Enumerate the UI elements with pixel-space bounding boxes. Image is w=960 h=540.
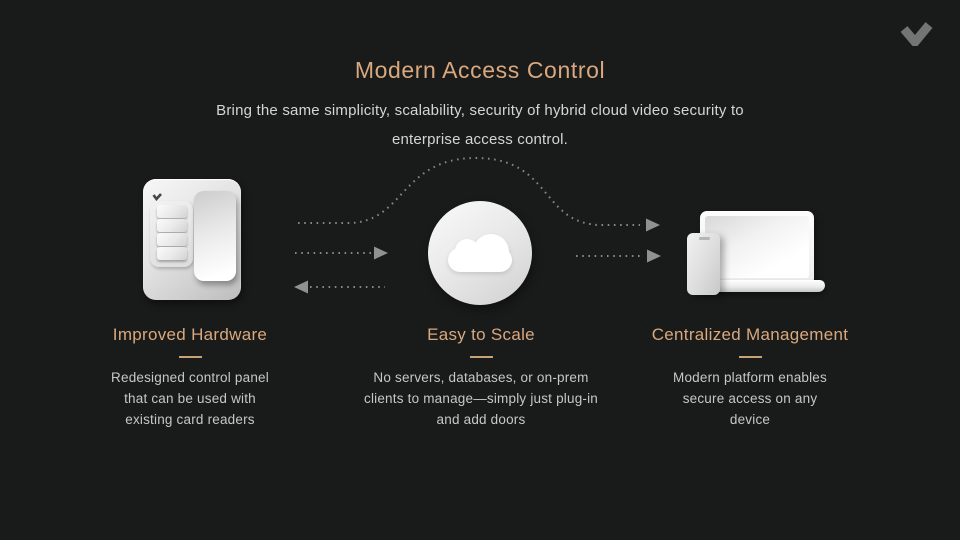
cloud-icon xyxy=(428,201,532,305)
panel-keys xyxy=(152,204,191,261)
panel-key xyxy=(156,247,187,260)
panel-key xyxy=(156,205,187,218)
panel-reader-slot xyxy=(194,191,236,281)
body-line: device xyxy=(729,412,771,427)
column-body: No servers, databases, or on-prem client… xyxy=(351,367,611,430)
panel-key xyxy=(156,219,187,232)
column-body: Redesigned control panel that can be use… xyxy=(60,367,320,430)
phone-icon xyxy=(687,233,720,295)
laptop-base xyxy=(701,280,825,292)
page-subtitle: Bring the same simplicity, scalability, … xyxy=(0,96,960,154)
column-divider xyxy=(178,356,202,358)
curved-dotted-arrow-icon xyxy=(298,156,660,232)
column-divider xyxy=(469,356,493,358)
verkada-logo-icon xyxy=(900,22,933,46)
panel-key xyxy=(156,233,187,246)
arrow-right-cloud-to-devices-icon xyxy=(576,249,661,263)
phone-speaker xyxy=(699,237,710,240)
flow-arrows xyxy=(294,156,661,294)
body-line: existing card readers xyxy=(125,412,255,427)
cloud-shape xyxy=(448,234,512,272)
column-body: Modern platform enables secure access on… xyxy=(620,367,880,430)
feature-column-centralized-management: Centralized Management Modern platform e… xyxy=(620,324,880,430)
column-heading: Easy to Scale xyxy=(427,325,535,344)
page-title: Modern Access Control xyxy=(354,57,606,83)
body-line: Modern platform enables xyxy=(673,370,827,385)
feature-column-improved-hardware: Improved Hardware Redesigned control pan… xyxy=(60,324,320,430)
panel-vmark-icon xyxy=(152,193,162,201)
column-heading: Centralized Management xyxy=(651,325,849,344)
body-line: No servers, databases, or on-prem xyxy=(373,370,589,385)
body-line: and add doors xyxy=(436,412,526,427)
subtitle-line-2: enterprise access control. xyxy=(391,131,569,148)
column-heading: Improved Hardware xyxy=(112,325,268,344)
laptop-display xyxy=(705,216,809,278)
feature-column-easy-to-scale: Easy to Scale No servers, databases, or … xyxy=(351,324,611,430)
body-line: Redesigned control panel xyxy=(111,370,269,385)
column-divider xyxy=(738,356,762,358)
body-line: that can be used with xyxy=(124,391,256,406)
subtitle-line-1: Bring the same simplicity, scalability, … xyxy=(216,102,744,119)
body-line: clients to manage—simply just plug-in xyxy=(364,391,598,406)
arrow-right-panel-to-cloud-icon xyxy=(295,246,388,260)
arrow-left-cloud-to-panel-icon xyxy=(294,280,385,294)
access-control-panel-icon xyxy=(143,179,241,300)
body-line: secure access on any xyxy=(682,391,818,406)
